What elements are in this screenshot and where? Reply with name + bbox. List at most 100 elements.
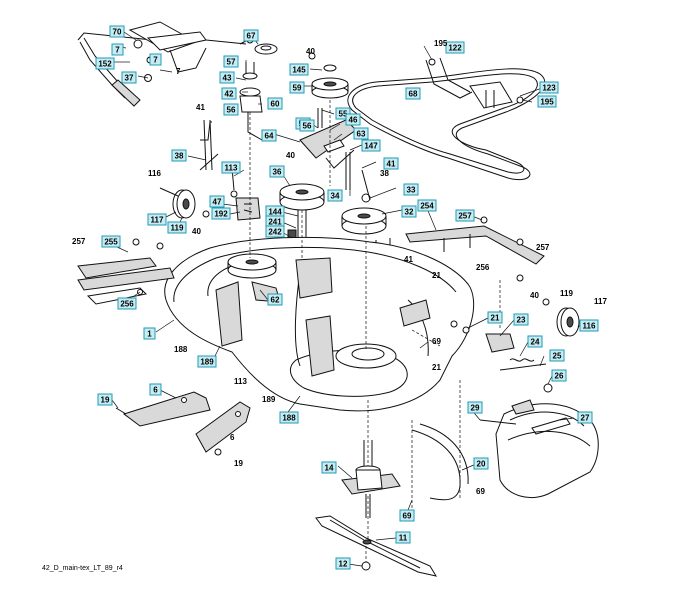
callout-number: 26 [555, 372, 564, 381]
callout-box [405, 87, 421, 100]
callout-number: 56 [303, 122, 312, 131]
callout-box [527, 335, 543, 348]
callout-box [395, 531, 411, 544]
callout-box [97, 393, 113, 406]
callout-33: 33 [403, 183, 419, 196]
callout-box [121, 71, 137, 84]
callout-number: 12 [339, 560, 348, 569]
mower-deck-shell [164, 236, 475, 412]
callout-number: 188 [282, 414, 296, 423]
callout-116: 116 [579, 319, 599, 332]
callout-67: 67 [243, 29, 259, 42]
callout-box [299, 119, 315, 132]
callout-box [147, 213, 167, 226]
callout-box [149, 383, 162, 396]
callout-60: 60 [267, 97, 283, 110]
part-number-label-195b: 195 [434, 39, 448, 48]
callout-box [401, 205, 417, 218]
part-number-label-40b: 40 [286, 151, 295, 160]
callout-number: 38 [175, 152, 184, 161]
callout-38: 38 [171, 149, 187, 162]
gauge-wheel-right [542, 298, 591, 337]
callout-255: 255 [101, 235, 121, 248]
callout-192: 192 [211, 207, 231, 220]
callout-number: 42 [225, 90, 234, 99]
callout-241: 241 [265, 215, 285, 228]
callout-119a: 119 [167, 221, 187, 234]
callout-122: 122 [445, 41, 465, 54]
callout-box [101, 235, 121, 248]
callout-number: 36 [273, 168, 282, 177]
callout-56a: 56 [223, 103, 239, 116]
drawing-code: 42_D_main-tex_LT_89_r4 [42, 565, 123, 572]
part-number-label-40c: 40 [192, 227, 201, 236]
part-number-label-113b: 113 [234, 377, 247, 386]
callout-number: 23 [517, 316, 526, 325]
callout-box [143, 327, 156, 340]
callout-number: 117 [151, 216, 164, 225]
callout-box [269, 165, 285, 178]
spacer-column-left [239, 62, 263, 141]
callout-number: 46 [349, 116, 358, 125]
callout-113a: 113 [221, 161, 241, 174]
callout-number: 34 [331, 192, 340, 201]
callout-number: 1 [147, 330, 152, 339]
callout-box [579, 319, 599, 332]
rod-hardware-left [199, 119, 238, 198]
callout-11: 11 [395, 531, 411, 544]
callout-box [279, 411, 299, 424]
front-baffle-255 [77, 238, 175, 305]
callout-box [219, 71, 235, 84]
discharge-chute [495, 399, 599, 498]
callout-box [267, 293, 283, 306]
callout-box [335, 557, 351, 570]
callout-20: 20 [473, 457, 489, 470]
callout-29: 29 [467, 401, 483, 414]
callout-box [267, 97, 283, 110]
callout-69: 69 [399, 509, 415, 522]
callout-box [221, 87, 237, 100]
part-number-label-40d: 40 [530, 291, 539, 300]
callout-68: 68 [405, 87, 421, 100]
callout-46: 46 [345, 113, 361, 126]
callout-box [209, 195, 225, 208]
callout-254: 254 [417, 199, 437, 212]
belt-guide-bracket [425, 57, 524, 109]
callout-27: 27 [577, 411, 593, 424]
part-number-label-7c: 7 [176, 67, 181, 76]
callout-32: 32 [401, 205, 417, 218]
callout-number: 47 [213, 198, 222, 207]
callout-19: 19 [97, 393, 113, 406]
callout-number: 122 [448, 44, 462, 53]
callout-number: 20 [477, 460, 486, 469]
callout-14: 14 [321, 461, 337, 474]
callout-box [223, 55, 239, 68]
callout-box [109, 25, 125, 38]
callout-number: 257 [458, 212, 472, 221]
callout-box [403, 183, 419, 196]
callout-number: 189 [200, 358, 214, 367]
callout-number: 19 [101, 396, 110, 405]
callout-box [167, 221, 187, 234]
callout-6: 6 [149, 383, 162, 396]
mower-blade [315, 515, 438, 577]
chute-rod [479, 419, 517, 425]
callout-number: 6 [153, 386, 158, 395]
part-number-label-6b: 6 [230, 433, 235, 442]
callout-43: 43 [219, 71, 235, 84]
callout-box [149, 53, 162, 66]
callout-box [117, 297, 137, 310]
callout-box [513, 313, 529, 326]
callout-23: 23 [513, 313, 529, 326]
part-number-label-116b: 116 [148, 169, 161, 178]
callout-number: 67 [247, 32, 256, 41]
callout-box [243, 29, 259, 42]
callout-number: 144 [268, 208, 282, 217]
callout-box [223, 103, 239, 116]
part-number-label-38b: 38 [380, 169, 389, 178]
part-number-label-21c: 21 [432, 363, 441, 372]
callout-number: 25 [553, 352, 562, 361]
callout-70: 70 [109, 25, 125, 38]
callout-123: 123 [539, 81, 559, 94]
callout-number: 242 [268, 228, 282, 237]
